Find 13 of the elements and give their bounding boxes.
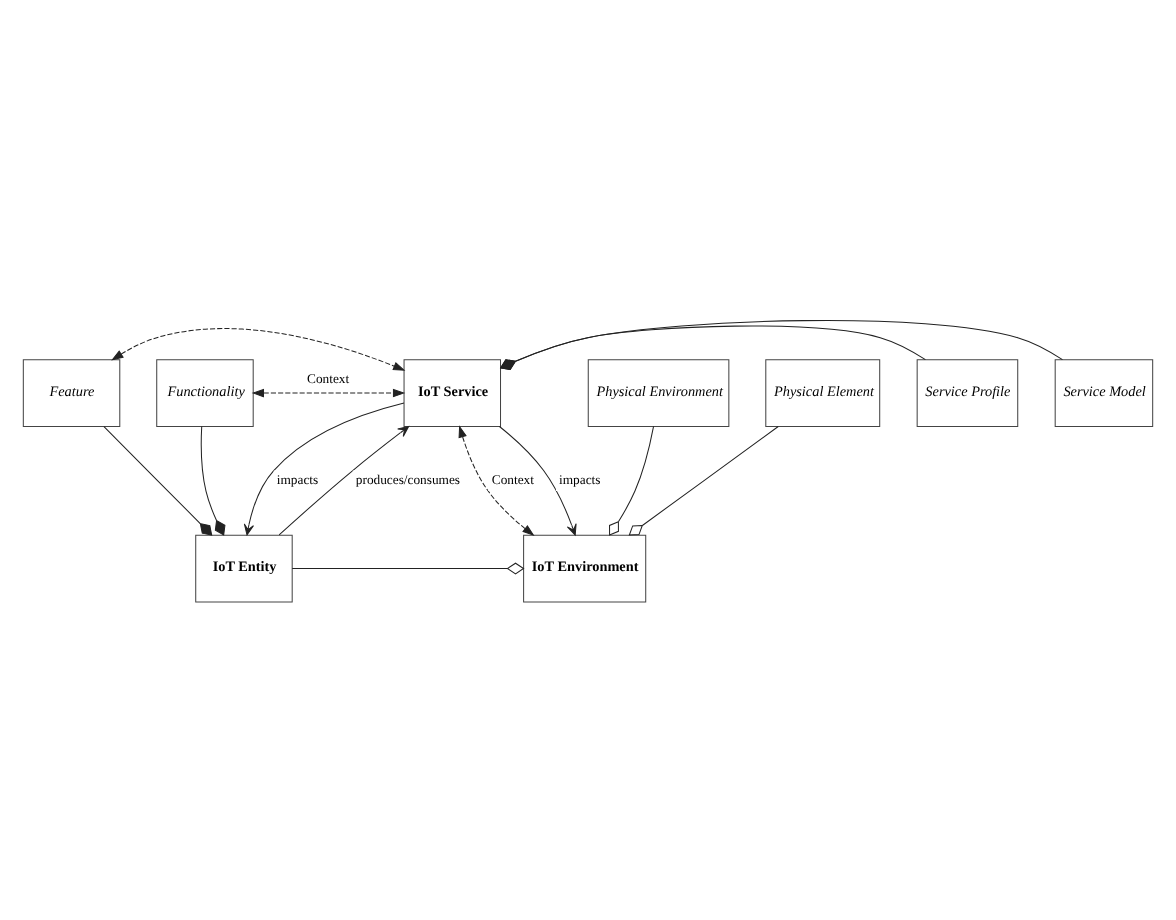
- arrow: [458, 424, 535, 536]
- arrow: [243, 401, 405, 535]
- connector: [200, 424, 226, 535]
- connector: [499, 319, 1063, 370]
- arrow: [498, 425, 577, 535]
- arrow: [278, 425, 410, 535]
- arrow: [111, 327, 406, 370]
- connector: [103, 425, 213, 535]
- connector: [499, 324, 926, 370]
- connector: [628, 425, 779, 535]
- connector: [609, 424, 655, 535]
- connector: [291, 561, 525, 574]
- arrow: [251, 387, 406, 397]
